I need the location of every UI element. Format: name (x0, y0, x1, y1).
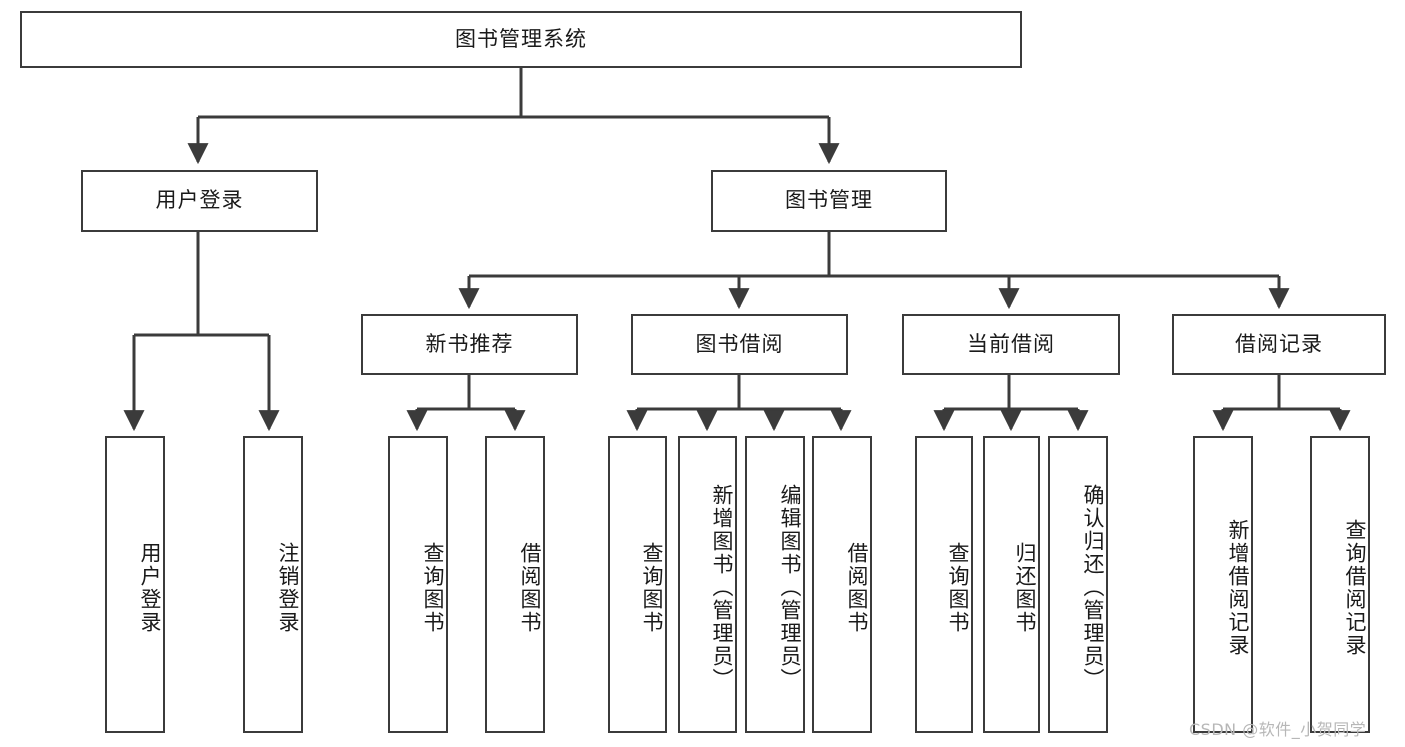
node-new-book-recommend[interactable]: 新书推荐 (361, 314, 578, 375)
node-leaf-add-book[interactable]: 新增图书（管理员） (678, 436, 737, 733)
node-current-borrow[interactable]: 当前借阅 (902, 314, 1120, 375)
node-leaf-query-record[interactable]: 查询借阅记录 (1310, 436, 1370, 733)
node-leaf-borrow-book-2[interactable]: 借阅图书 (812, 436, 872, 733)
node-leaf-user-login[interactable]: 用户登录 (105, 436, 165, 733)
node-leaf-add-record[interactable]: 新增借阅记录 (1193, 436, 1253, 733)
node-leaf-query-book-1[interactable]: 查询图书 (388, 436, 448, 733)
node-book-borrow[interactable]: 图书借阅 (631, 314, 848, 375)
node-book-manage[interactable]: 图书管理 (711, 170, 947, 232)
csdn-watermark: CSDN @软件_小贺同学 (1189, 720, 1367, 739)
node-leaf-confirm-return[interactable]: 确认归还（管理员） (1048, 436, 1108, 733)
node-user-login[interactable]: 用户登录 (81, 170, 318, 232)
node-borrow-record[interactable]: 借阅记录 (1172, 314, 1386, 375)
node-leaf-return-book[interactable]: 归还图书 (983, 436, 1040, 733)
node-leaf-query-book-2[interactable]: 查询图书 (608, 436, 667, 733)
node-leaf-query-book-3[interactable]: 查询图书 (915, 436, 973, 733)
node-leaf-borrow-book-1[interactable]: 借阅图书 (485, 436, 545, 733)
node-leaf-edit-book[interactable]: 编辑图书（管理员） (745, 436, 805, 733)
node-root-system[interactable]: 图书管理系统 (20, 11, 1022, 68)
node-leaf-logout[interactable]: 注销登录 (243, 436, 303, 733)
